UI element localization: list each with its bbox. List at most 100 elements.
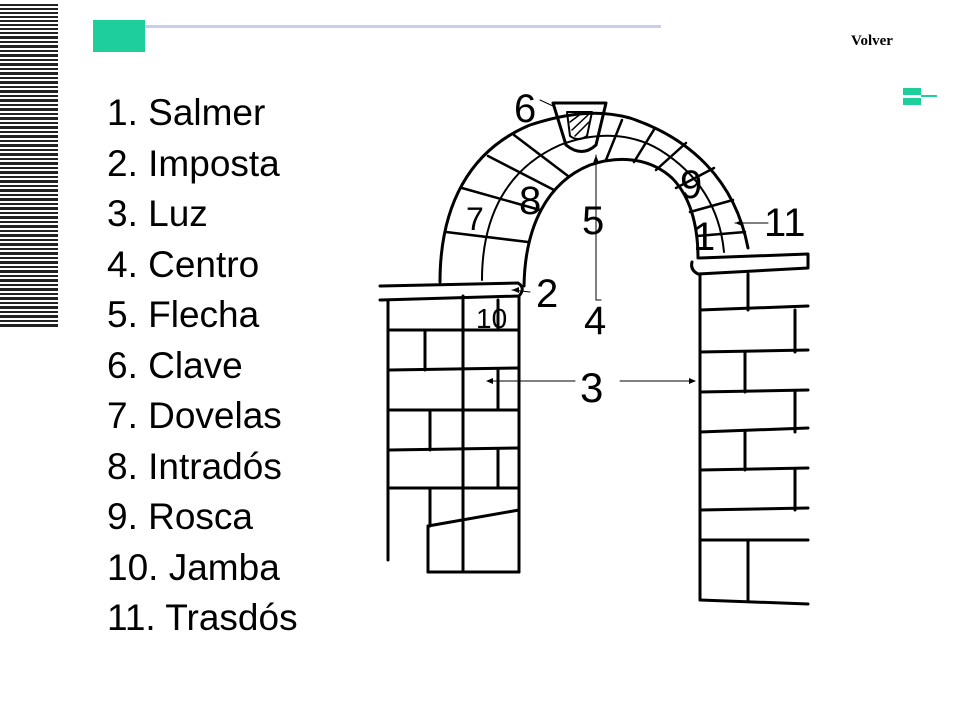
accent-mark <box>903 88 937 105</box>
barcode-line <box>0 270 58 273</box>
barcode-line <box>0 234 58 237</box>
barcode-line <box>0 20 58 22</box>
barcode-line <box>0 311 58 313</box>
barcode-line <box>0 180 58 183</box>
barcode-line <box>0 248 58 250</box>
callout-trasdos: 11 <box>764 201 806 245</box>
barcode-line <box>0 81 58 84</box>
keystone-hatch <box>574 121 590 137</box>
intrados-curve <box>522 157 700 288</box>
keystone <box>551 101 608 153</box>
barcode-line <box>0 230 58 232</box>
barcode-line <box>0 41 58 43</box>
accent-mark-bottom <box>903 98 921 105</box>
list-item: 4. Centro <box>107 243 260 285</box>
barcode-line <box>0 216 58 219</box>
barcode-line <box>0 243 58 246</box>
voussoir-joints <box>444 118 747 244</box>
back-button[interactable]: Volver <box>851 33 893 49</box>
barcode-line <box>0 36 58 39</box>
left-pier <box>386 294 521 574</box>
right-pier <box>698 272 810 606</box>
barcode-line <box>0 257 58 259</box>
barcode-line <box>0 72 58 75</box>
accent-mark-top <box>903 88 921 95</box>
barcode-line <box>0 131 58 133</box>
extrados-curve <box>438 111 750 284</box>
callout-clave: 6 <box>514 87 536 131</box>
accent-block <box>93 20 145 52</box>
barcode-line <box>0 194 58 196</box>
barcode-line <box>0 293 58 295</box>
barcode-line <box>0 149 58 151</box>
callout-imposta: 2 <box>536 272 558 316</box>
barcode-line <box>0 50 58 52</box>
barcode-line <box>0 12 58 14</box>
list-item: 7. Dovelas <box>107 395 282 436</box>
callout-dovelas: 7 <box>466 201 484 237</box>
callout-centro: 4 <box>584 299 606 343</box>
barcode-line <box>0 99 58 102</box>
list-item: 3. Luz <box>107 193 208 234</box>
barcode-line <box>0 167 58 169</box>
barcode-line <box>0 185 58 187</box>
barcode-line <box>0 225 58 228</box>
barcode-line <box>0 203 58 205</box>
right-impost <box>690 252 810 276</box>
barcode-line <box>0 284 58 286</box>
keystone-shield <box>566 111 593 140</box>
barcode-line <box>0 8 58 10</box>
keystone-hatch <box>569 112 583 123</box>
callout-jamba: 10 <box>476 303 507 334</box>
barcode-line <box>0 288 58 291</box>
barcode-line <box>0 162 58 165</box>
list-item: 2. Imposta <box>107 142 280 184</box>
barcode-line <box>0 171 58 174</box>
barcode-line <box>0 68 58 70</box>
callout-salmer: 1 <box>693 215 715 259</box>
accent-mark-line <box>921 95 937 97</box>
barcode-line <box>0 95 58 97</box>
barcode-line <box>0 104 58 106</box>
barcode-line <box>0 28 58 30</box>
parts-list: 1. Salmer 2. Imposta 3. Luz 4. Centro 5.… <box>107 88 298 644</box>
barcode-line <box>0 176 58 178</box>
barcode-line <box>0 279 58 282</box>
callout-rosca: 9 <box>680 163 702 207</box>
barcode-line <box>0 252 58 255</box>
barcode-line <box>0 135 58 138</box>
barcode-line <box>0 86 58 88</box>
barcode-line <box>0 302 58 304</box>
barcode-line <box>0 77 58 79</box>
barcode-line <box>0 140 58 142</box>
barcode-line <box>0 189 58 192</box>
barcode-line <box>0 275 58 277</box>
barcode-line <box>0 4 58 6</box>
barcode-line <box>0 297 58 300</box>
list-item: 1. Salmer <box>107 92 266 133</box>
callout-intrados: 8 <box>519 179 541 223</box>
barcode-line <box>0 45 58 48</box>
list-item: 6. Clave <box>107 344 243 386</box>
barcode-line <box>0 261 58 264</box>
callout-luz: 3 <box>580 364 603 411</box>
barcode-line <box>0 108 58 111</box>
list-item: 8. Intradós <box>107 445 282 487</box>
barcode-line <box>0 113 58 115</box>
barcode-line <box>0 221 58 223</box>
header-rule <box>145 25 661 28</box>
keystone-hatch <box>571 114 589 131</box>
barcode-line <box>0 24 58 26</box>
barcode-line <box>0 16 58 18</box>
list-item: 10. Jamba <box>107 546 280 588</box>
barcode-decoration <box>0 4 58 327</box>
arch-diagram: 6 9 8 7 5 1 11 2 10 4 3 <box>378 87 810 606</box>
list-item: 9. Rosca <box>107 496 254 537</box>
callout-flecha: 5 <box>582 199 604 243</box>
barcode-line <box>0 212 58 214</box>
barcode-line <box>0 158 58 160</box>
list-item: 11. Trasdós <box>107 597 298 638</box>
pointer-lines <box>487 99 769 382</box>
barcode-line <box>0 90 58 93</box>
barcode-line <box>0 153 58 156</box>
